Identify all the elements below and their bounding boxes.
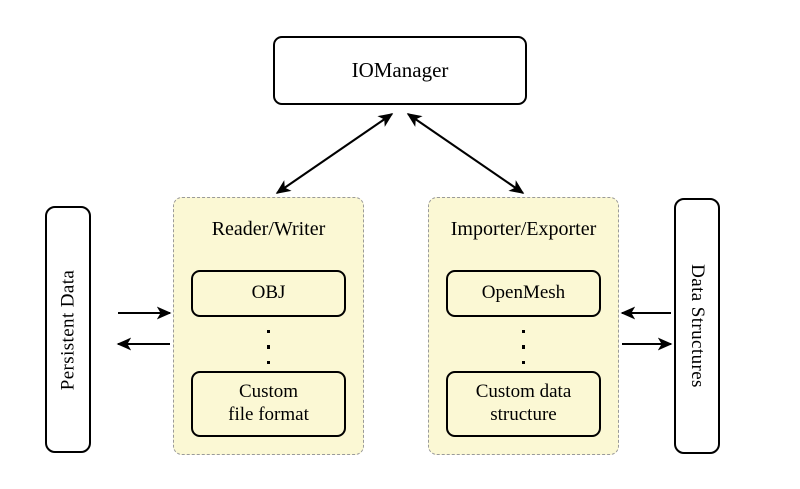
- node-data-structures-label: Data Structures: [687, 264, 708, 388]
- node-iomanager-label: IOManager: [351, 58, 449, 83]
- node-persistent-data-label: Persistent Data: [57, 269, 79, 390]
- vertical-ellipsis-icon: [174, 330, 363, 364]
- group-importer-exporter-title: Importer/Exporter: [450, 218, 597, 240]
- node-iomanager[interactable]: IOManager: [273, 36, 527, 105]
- group-reader-writer: Reader/Writer OBJ Custom file format: [173, 197, 364, 455]
- arrow-iomanager-reader-writer: [275, 113, 394, 194]
- item-openmesh[interactable]: OpenMesh: [446, 270, 601, 317]
- arrow-iomanager-importer-exporter: [406, 113, 525, 194]
- group-importer-exporter: Importer/Exporter OpenMesh Custom data s…: [428, 197, 619, 455]
- item-custom-file-format[interactable]: Custom file format: [191, 371, 346, 437]
- node-data-structures[interactable]: Data Structures: [674, 198, 720, 454]
- vertical-ellipsis-icon: [429, 330, 618, 364]
- item-obj[interactable]: OBJ: [191, 270, 346, 317]
- group-reader-writer-title: Reader/Writer: [211, 218, 326, 240]
- node-persistent-data[interactable]: Persistent Data: [45, 206, 91, 453]
- item-custom-data-structure[interactable]: Custom data structure: [446, 371, 601, 437]
